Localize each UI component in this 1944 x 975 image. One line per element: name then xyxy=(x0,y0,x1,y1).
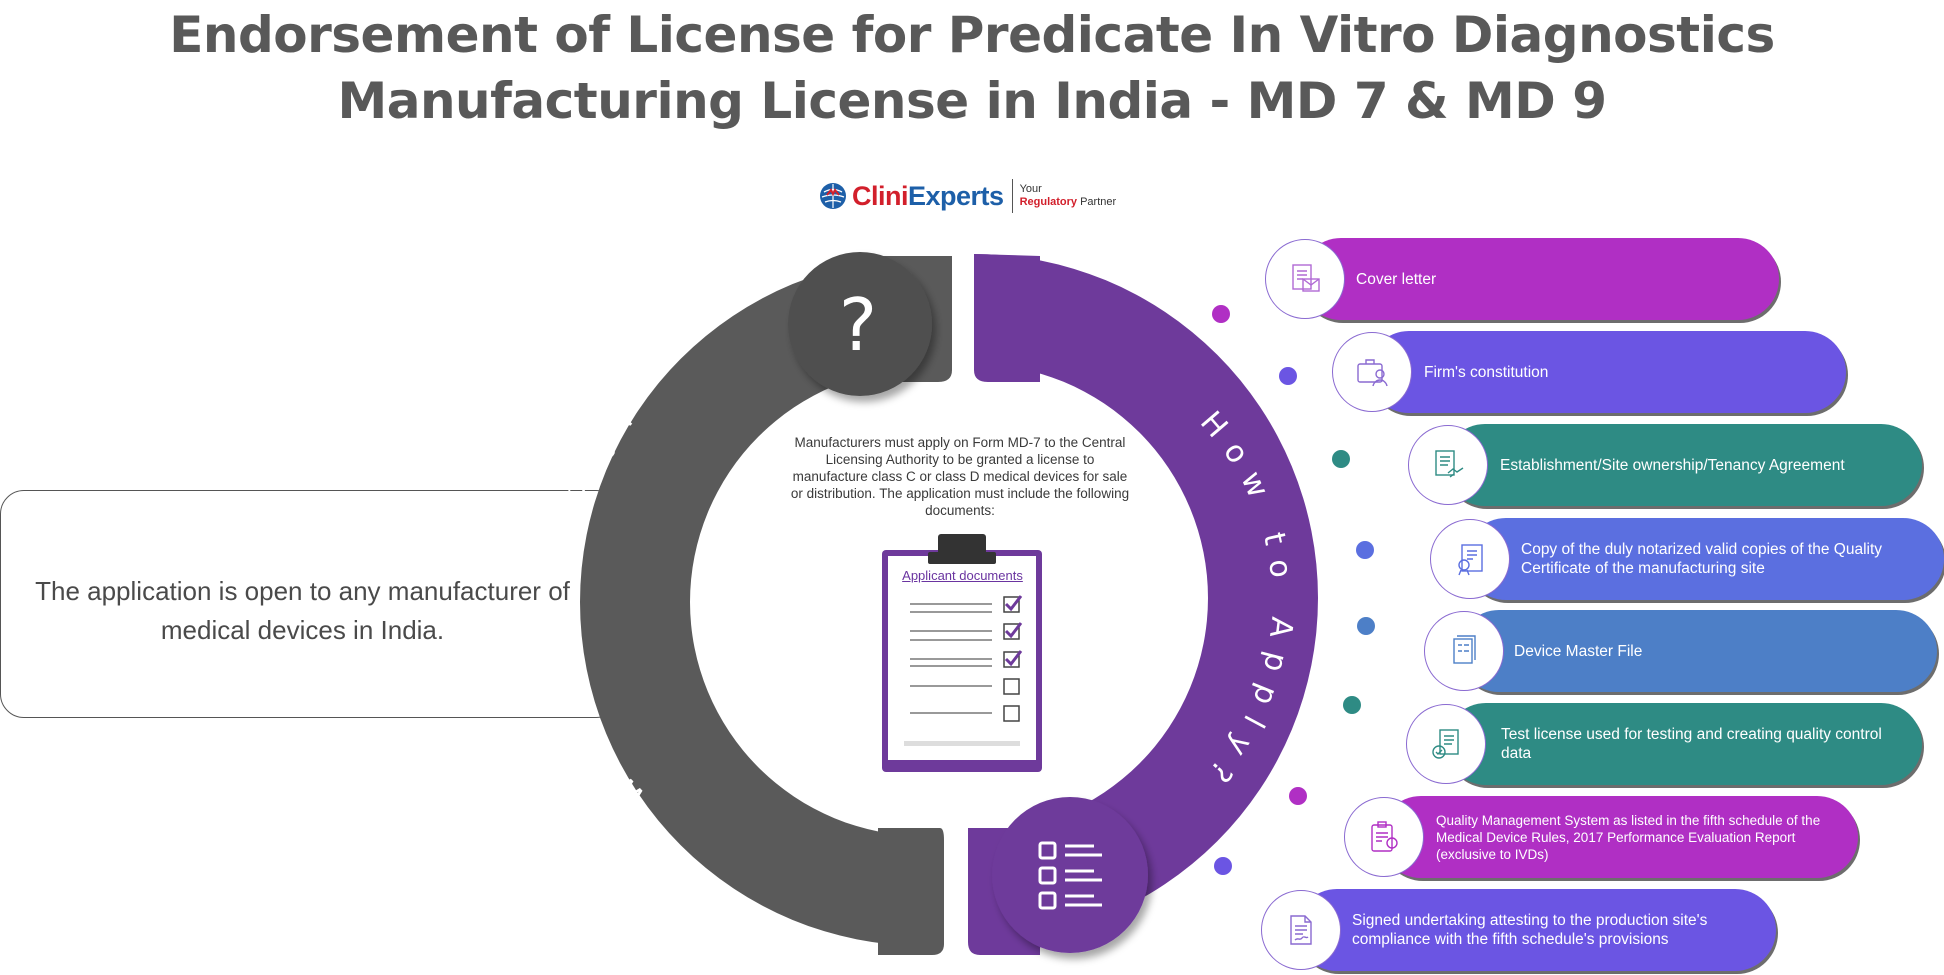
document-label: Establishment/Site ownership/Tenancy Agr… xyxy=(1500,456,1845,474)
license-icon xyxy=(1406,704,1486,784)
document-label: Copy of the duly notarized valid copies … xyxy=(1521,541,1883,577)
timeline-dot xyxy=(1212,305,1230,323)
logo-divider xyxy=(1011,179,1013,213)
document-item: Copy of the duly notarized valid copies … xyxy=(1465,518,1944,600)
checklist-circle xyxy=(992,797,1148,953)
question-circle xyxy=(788,252,932,396)
document-label: Cover letter xyxy=(1356,270,1437,288)
document-label: Device Master File xyxy=(1514,642,1643,660)
title-line-2: Manufacturing License in India - MD 7 & … xyxy=(337,72,1607,130)
clipboard-badge-icon xyxy=(1344,797,1424,877)
letter-icon xyxy=(1265,239,1345,319)
timeline-dot xyxy=(1279,367,1297,385)
document-item: Device Master File xyxy=(1458,610,1937,692)
files-icon xyxy=(1424,611,1504,691)
timeline-dot xyxy=(1214,857,1232,875)
signed-document-icon xyxy=(1261,890,1341,970)
who-ring-cap-bottom xyxy=(878,828,944,955)
logo-brand: CliniExperts xyxy=(852,180,1004,211)
document-item: Firm's constitution xyxy=(1368,331,1846,413)
question-mark-icon: ? xyxy=(839,283,877,367)
who-can-apply-text: The application is open to any manufactu… xyxy=(35,576,570,645)
agreement-handshake-icon xyxy=(1408,425,1488,505)
how-ring xyxy=(974,254,1318,942)
clipboard-icon xyxy=(882,534,1042,772)
how-to-apply-text: Manufacturers must apply on Form MD-7 to… xyxy=(790,435,1130,518)
globe-icon xyxy=(820,183,846,209)
document-label: Signed undertaking attesting to the prod… xyxy=(1352,912,1708,948)
title-line-1: Endorsement of License for Predicate In … xyxy=(169,6,1775,64)
briefcase-person-icon xyxy=(1332,332,1412,412)
who-can-apply-box xyxy=(0,490,620,718)
document-label: Quality Management System as listed in t… xyxy=(1436,812,1821,862)
clipboard-title: Applicant documents xyxy=(902,568,1023,583)
who-ring xyxy=(580,258,924,946)
document-item: Cover letter xyxy=(1300,238,1779,320)
document-label: Test license used for testing and creati… xyxy=(1501,726,1882,762)
logo-tagline: Your Regulatory Partner xyxy=(1019,183,1117,208)
document-item: Establishment/Site ownership/Tenancy Agr… xyxy=(1444,424,1922,506)
timeline-dot xyxy=(1343,696,1361,714)
document-label: Firm's constitution xyxy=(1424,363,1549,381)
timeline-dot xyxy=(1289,787,1307,805)
cliniexperts-logo: CliniExperts Your Regulatory Partner xyxy=(818,178,1116,214)
how-ring-cap-top xyxy=(974,254,1040,382)
timeline-dot xyxy=(1332,450,1350,468)
certificate-icon xyxy=(1430,519,1510,599)
timeline-dot xyxy=(1357,617,1375,635)
document-item: Signed undertaking attesting to the prod… xyxy=(1296,889,1776,971)
document-item: Quality Management System as listed in t… xyxy=(1380,796,1858,878)
timeline-dot xyxy=(1356,541,1374,559)
checklist-icon xyxy=(1038,841,1102,910)
document-item: Test license used for testing and creati… xyxy=(1445,703,1922,785)
